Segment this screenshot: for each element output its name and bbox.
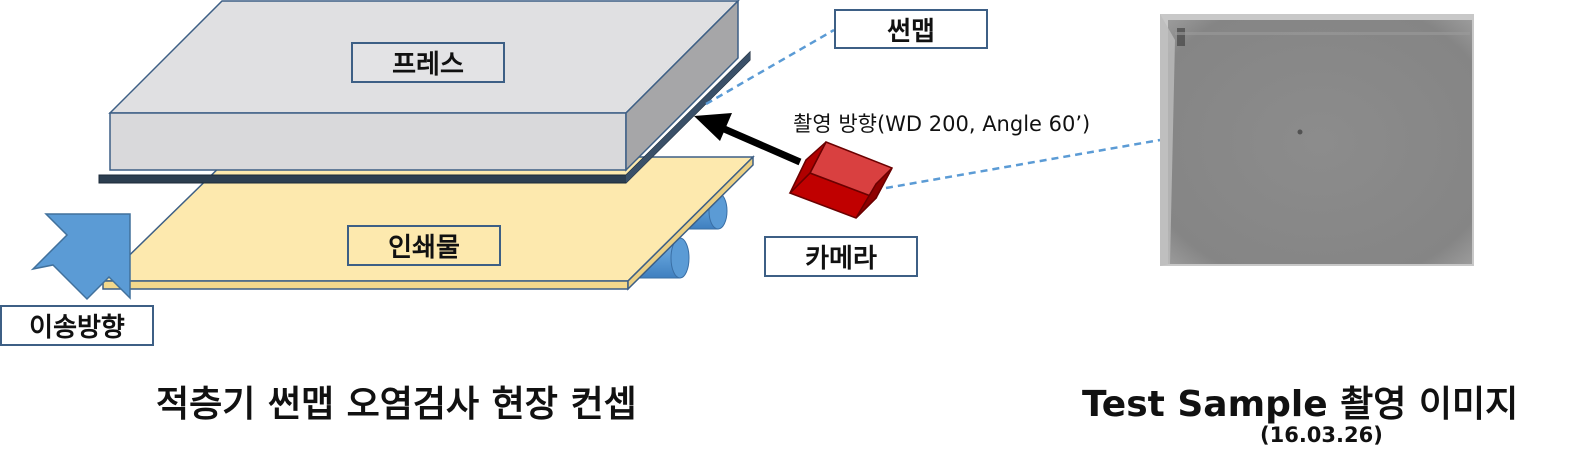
camera-label: 카메라 [764, 236, 918, 277]
camera-icon [788, 141, 894, 219]
print-label: 인쇄물 [347, 225, 501, 266]
shoot-direction-text: 촬영 방향(WD 200, Angle 60’) [793, 112, 1091, 136]
test-sample-image [1160, 14, 1474, 266]
transfer-direction-label: 이송방향 [0, 305, 154, 346]
print-sheet [101, 155, 755, 291]
sunmap-layer [98, 50, 751, 184]
sunmap-label: 썬맵 [834, 9, 988, 49]
transfer-direction-arrow [30, 213, 131, 301]
press-label: 프레스 [351, 42, 505, 83]
left-caption: 적층기 썬맵 오염검사 현장 컨셉 [156, 384, 637, 425]
sunmap-leader-line [705, 28, 835, 106]
sample-leader-line [885, 138, 1161, 190]
right-caption: Test Sample 촬영 이미지 [1082, 384, 1519, 425]
shoot-direction-arrow [694, 113, 802, 166]
right-caption-date: (16.03.26) [1260, 423, 1383, 447]
press-block [108, 0, 740, 172]
